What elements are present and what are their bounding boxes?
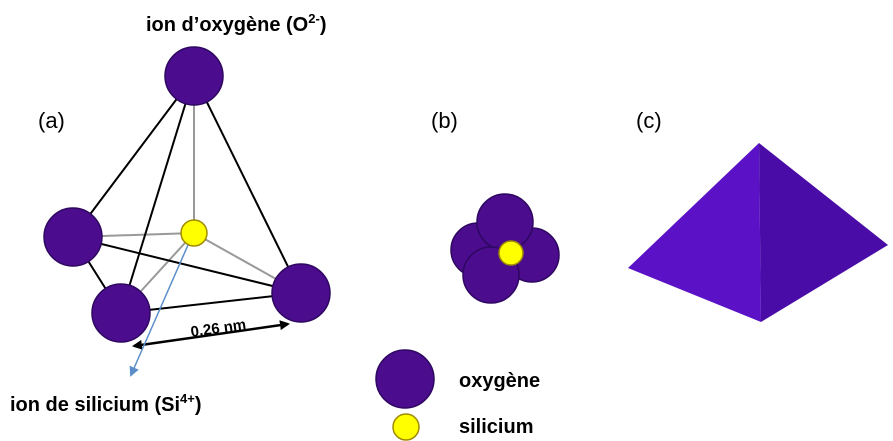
distance-label: 0.26 nm (190, 316, 248, 341)
tetrahedron-atoms (43, 46, 331, 343)
oxygen-atom-right (271, 263, 331, 323)
tetrahedron-bonds (72, 75, 302, 314)
panel-b-label: (b) (431, 108, 458, 133)
oxygen-atom-front (91, 283, 151, 343)
oxygen-ion-label: ion d’oxygène (O2-) (146, 11, 326, 36)
distance-arrow (132, 320, 290, 350)
sf-oxygen-top (476, 193, 534, 251)
oxygen-atom-left (43, 207, 103, 267)
polyhedron-face-left (628, 143, 761, 322)
o-o-edge-front-right (120, 292, 302, 314)
sf-silicon (498, 240, 524, 266)
silicon-pointer-arrow (129, 244, 189, 377)
legend-oxygen-swatch (375, 349, 435, 409)
silicon-atom (180, 219, 208, 247)
oxygen-atom-top (164, 46, 224, 106)
o-o-edge-top-right (193, 75, 302, 294)
polyhedron-face-right (759, 143, 888, 322)
silicon-ion-label: ion de silicium (Si4+) (10, 391, 202, 416)
legend: oxygène silicium (375, 349, 540, 441)
oxygen-charge: 2- (308, 11, 320, 26)
tetrahedron-polyhedron (628, 143, 888, 322)
o-o-edge-top-left (72, 75, 195, 238)
space-filling-model (450, 193, 560, 304)
legend-silicon-label: silicium (459, 416, 533, 438)
legend-oxygen-label: oxygène (459, 370, 540, 392)
panel-a-label: (a) (38, 108, 65, 133)
legend-silicon-swatch (392, 413, 420, 441)
o-o-edge-top-front (120, 75, 195, 314)
silicon-charge: 4+ (180, 391, 195, 406)
o-o-edge-left-right (72, 236, 302, 294)
panel-c-label: (c) (636, 108, 662, 133)
